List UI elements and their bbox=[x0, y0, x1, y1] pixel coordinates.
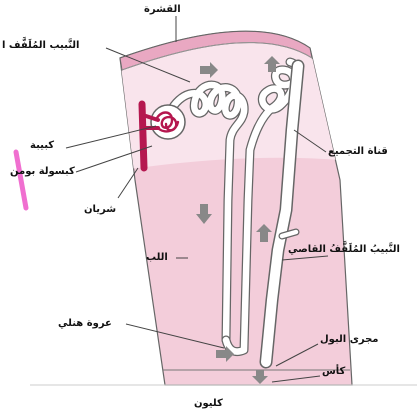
nephron-caption: كليون bbox=[194, 398, 223, 410]
distal-tubule-label: النَّبيبُ المُلَفَّفُ القاصي bbox=[288, 244, 400, 256]
calyx-label: كأس bbox=[322, 366, 345, 378]
proximal-tubule-label: النَّبيب المُلَفَّف ا bbox=[2, 40, 79, 52]
ureter-label: مجرى البول bbox=[320, 334, 378, 346]
collecting-duct-label: قناة التجميع bbox=[328, 146, 388, 158]
bowman-capsule-label: كبسولة بومن bbox=[10, 166, 75, 178]
cortex-label: القشرة bbox=[144, 4, 181, 16]
bowman-capsule bbox=[151, 105, 185, 139]
loop-of-henle-label: عروة هنلي bbox=[58, 318, 112, 330]
accent-stroke bbox=[16, 152, 26, 208]
glomerulus-label: كبيبة bbox=[30, 140, 54, 152]
artery-label: شريان bbox=[84, 204, 116, 216]
medulla-label: اللب bbox=[146, 252, 168, 264]
artery-vessel bbox=[142, 104, 144, 168]
